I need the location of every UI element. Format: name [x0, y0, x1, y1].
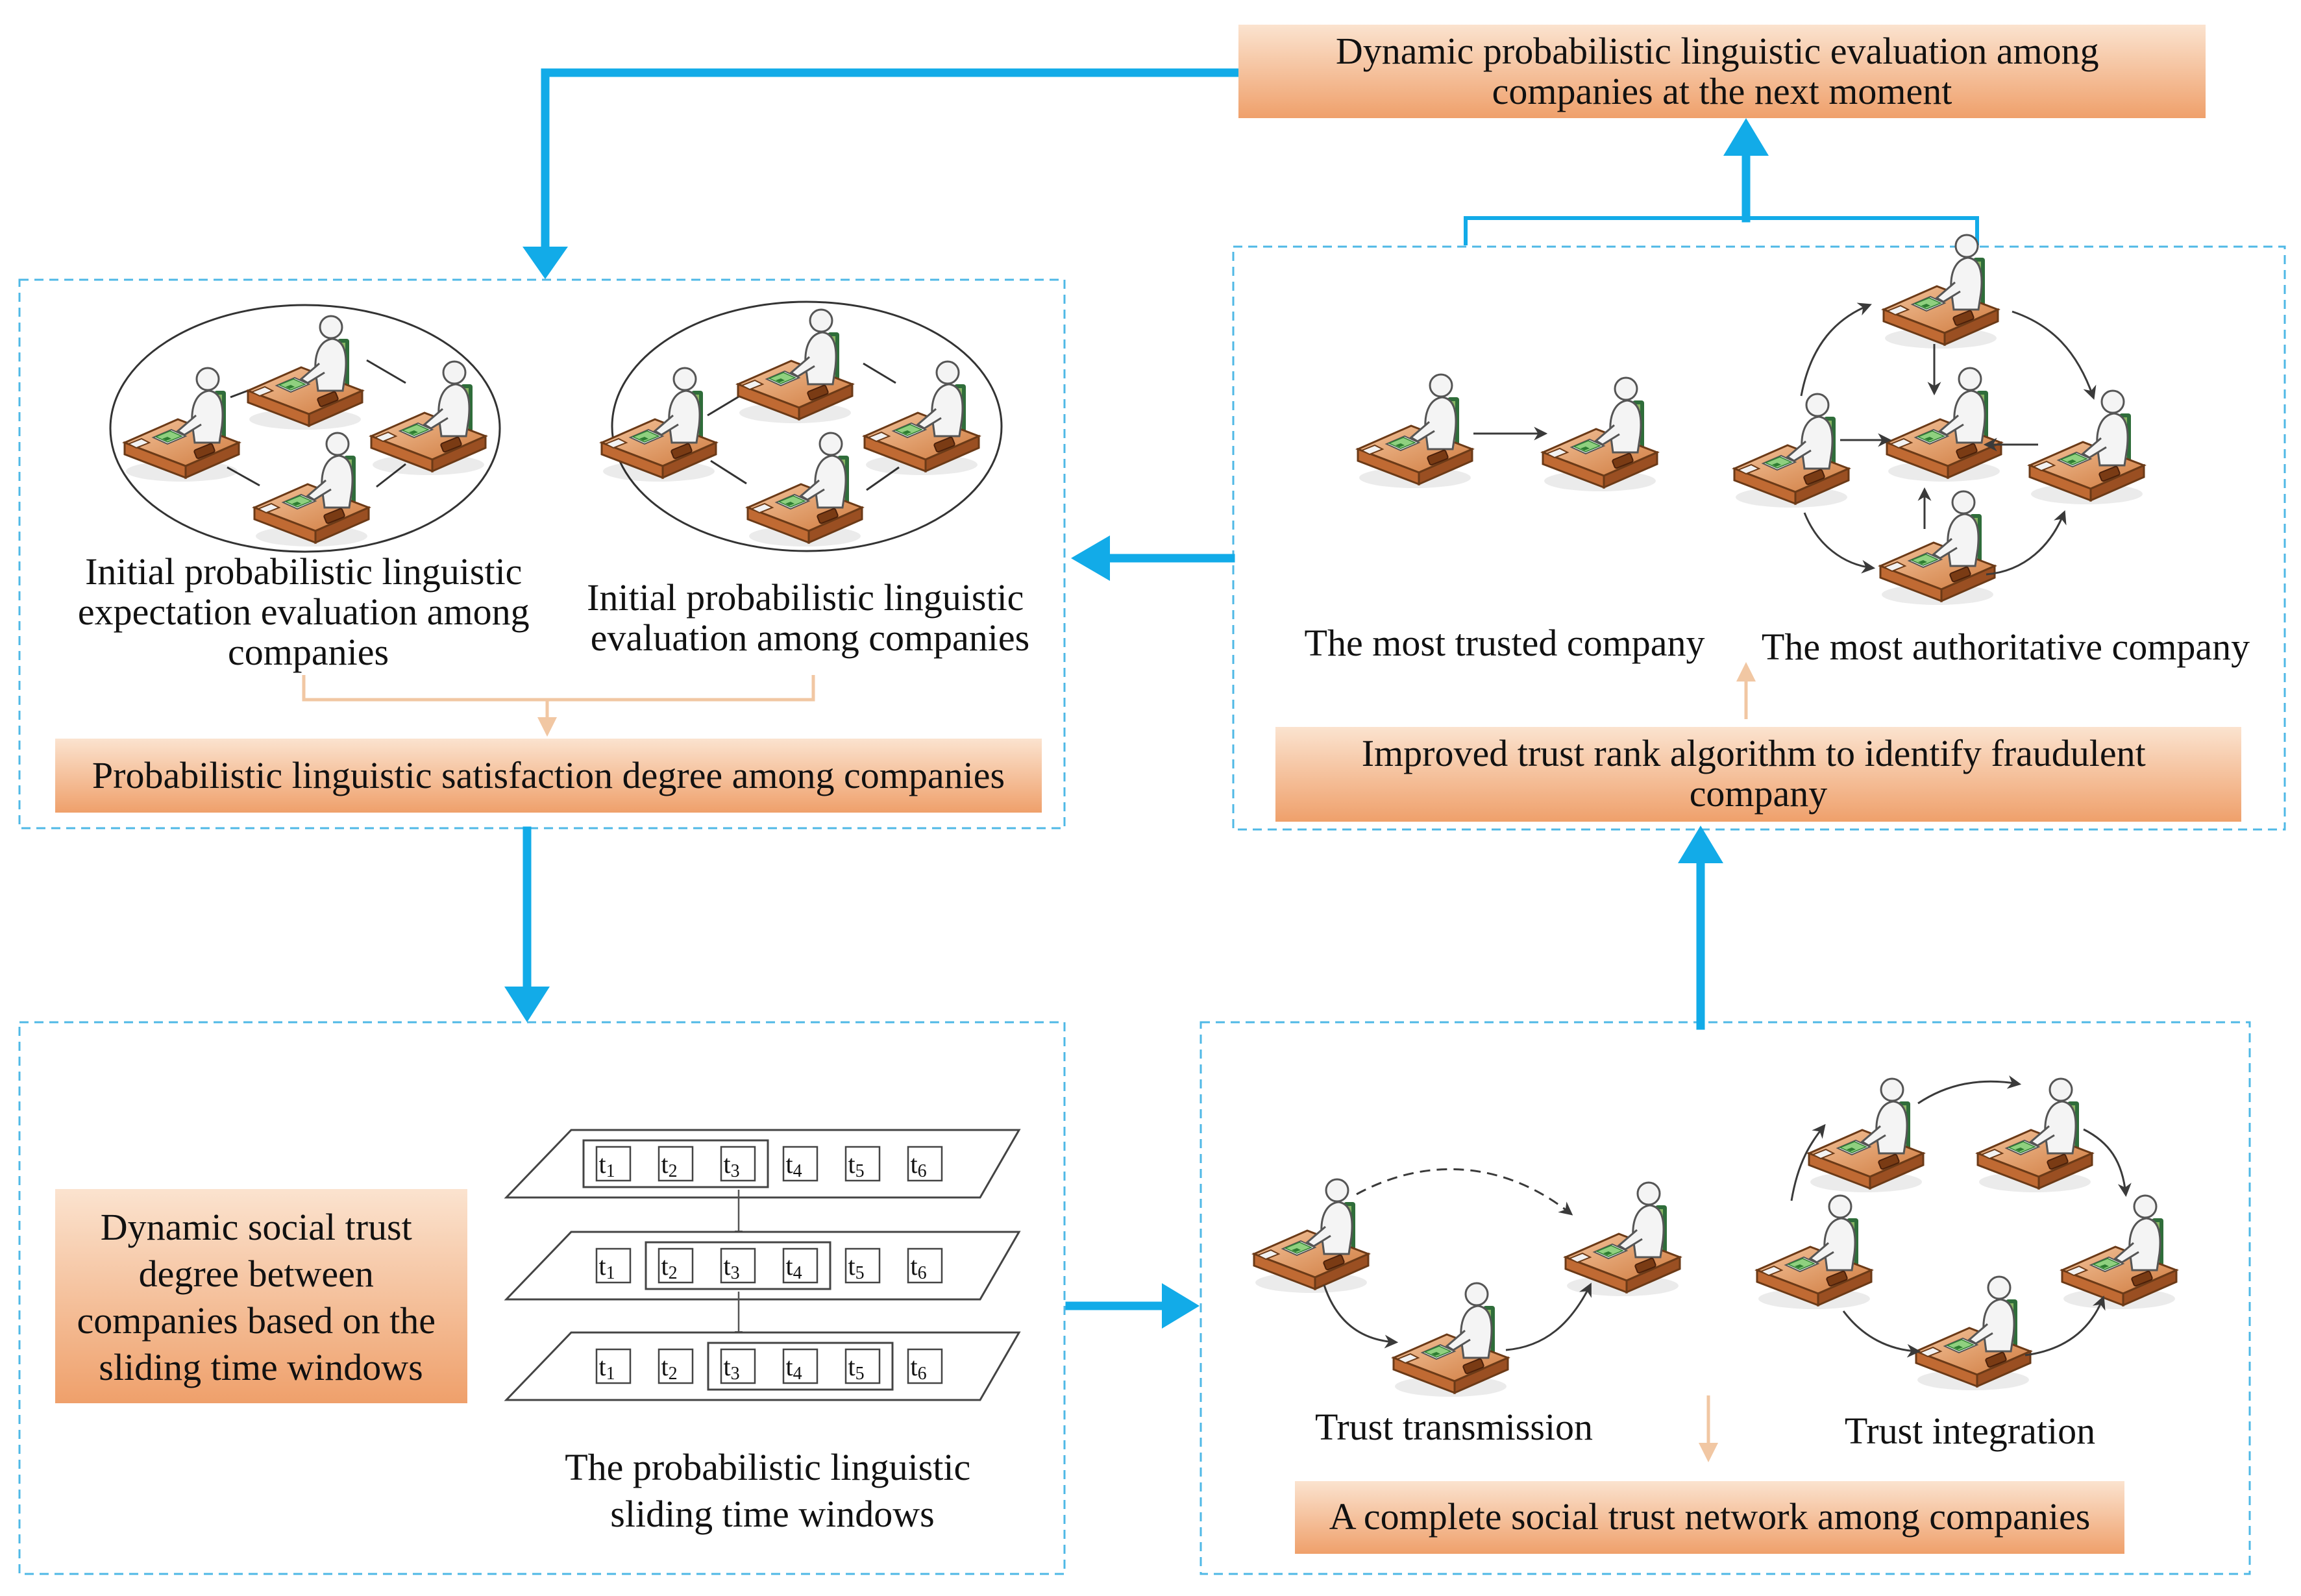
company-icon	[737, 308, 854, 424]
trust-integration-network	[1756, 1075, 2178, 1392]
company-icon	[1808, 1077, 1925, 1194]
time-cell	[907, 1348, 943, 1384]
algorithm-box-line-1: Improved trust rank algorithm to identif…	[1362, 732, 2146, 774]
company-icon	[1882, 234, 1999, 350]
next-moment-box: Dynamic probabilistic linguistic evaluat…	[1238, 25, 2206, 118]
company-icon	[863, 360, 980, 476]
merge-connector	[302, 675, 815, 737]
company-icon	[1357, 373, 1473, 489]
sliding-window-frame	[582, 1139, 769, 1188]
most-authoritative-label: The most authoritative company	[1762, 626, 2250, 668]
trust-transmission-network	[1253, 1168, 1681, 1398]
company-icon	[1976, 1077, 2093, 1194]
company-icon	[253, 432, 370, 548]
next-moment-line-1: Dynamic probabilistic linguistic evaluat…	[1336, 30, 2099, 72]
time-cell	[658, 1348, 694, 1384]
satisfaction-box-label: Probabilistic linguistic satisfaction de…	[92, 754, 1005, 796]
flow-arrow-top-to-initial	[541, 68, 1243, 258]
panel-trust-rank	[1232, 245, 2286, 831]
main-flow-arrowheads	[504, 118, 1769, 1329]
time-window-plane	[504, 1129, 1021, 1199]
flow-bracket-to-top	[1464, 216, 1979, 245]
evaluation-network-ellipse	[600, 301, 1003, 552]
company-icon	[1253, 1178, 1370, 1294]
expectation-label: Initial probabilistic linguistic expecta…	[78, 550, 539, 673]
time-cell	[907, 1247, 943, 1284]
company-icon	[1733, 393, 1850, 509]
time-window-plane	[504, 1331, 1021, 1401]
algorithm-box-line-2: company	[1690, 772, 1828, 815]
company-icon	[123, 367, 240, 483]
evaluation-label: Initial probabilistic linguistic evaluat…	[587, 576, 1033, 659]
time-cell-label: t3	[723, 1251, 739, 1283]
trust-transmission-label: Trust transmission	[1315, 1406, 1593, 1448]
dynamic-trust-box: Dynamic social trust degree between comp…	[55, 1189, 467, 1403]
panel-initial-evaluation	[18, 278, 1066, 829]
trust-rank-algorithm-box: Improved trust rank algorithm to identif…	[1275, 727, 2241, 822]
time-cell	[720, 1348, 756, 1384]
svg-text:Dynamic probabilistic linguist: Dynamic probabilistic linguistic evaluat…	[1336, 30, 2108, 112]
time-cell	[658, 1247, 694, 1284]
satisfaction-box: Probabilistic linguistic satisfaction de…	[55, 739, 1042, 813]
complete-network-box: A complete social trust network among co…	[1295, 1481, 2124, 1554]
company-icon	[2028, 389, 2145, 506]
company-icon	[1915, 1275, 2032, 1392]
most-trusted-network	[1357, 373, 1658, 493]
time-cell	[782, 1247, 818, 1284]
time-cell	[907, 1146, 943, 1182]
time-cell	[782, 1146, 818, 1182]
time-cell	[658, 1146, 694, 1182]
windows-caption: The probabilistic linguistic sliding tim…	[565, 1446, 980, 1535]
company-icon	[1879, 490, 1996, 606]
svg-text:Improved trust rank algorithm: Improved trust rank algorithm to identif…	[1362, 732, 2156, 815]
most-trusted-label: The most trusted company	[1305, 622, 1705, 664]
time-cell	[595, 1247, 632, 1284]
company-icon	[1886, 367, 2002, 483]
sliding-window-frame	[645, 1241, 831, 1290]
most-authoritative-network	[1733, 234, 2145, 606]
time-cell	[720, 1247, 756, 1284]
sliding-window-frame	[707, 1342, 894, 1391]
company-icon	[2061, 1194, 2178, 1310]
trust-integration-label: Trust integration	[1845, 1410, 2095, 1452]
time-cell	[844, 1146, 881, 1182]
company-icon	[1756, 1194, 1873, 1310]
panel-sliding-windows	[18, 1021, 1066, 1575]
complete-network-box-label: A complete social trust network among co…	[1329, 1495, 2091, 1538]
company-icon	[247, 315, 363, 431]
time-cell	[720, 1146, 756, 1182]
time-cell	[595, 1348, 632, 1384]
company-icon	[600, 367, 717, 483]
company-icon	[1392, 1282, 1509, 1398]
time-cell	[844, 1348, 881, 1384]
time-cell	[595, 1146, 632, 1182]
company-icon	[1564, 1181, 1681, 1297]
time-window-plane	[504, 1231, 1021, 1301]
time-cell	[844, 1247, 881, 1284]
svg-text:Dynamic social trust deg: Dynamic social trust degree between comp…	[77, 1206, 445, 1388]
company-icon	[746, 432, 863, 548]
company-icon	[1542, 376, 1658, 493]
expectation-network-ellipse	[109, 304, 501, 553]
time-cell	[782, 1348, 818, 1384]
next-moment-line-2: companies at the next moment	[1492, 70, 1952, 112]
main-flow-arrows	[523, 68, 1979, 1310]
company-icon	[370, 360, 487, 476]
panel-trust-network	[1200, 1021, 2251, 1575]
